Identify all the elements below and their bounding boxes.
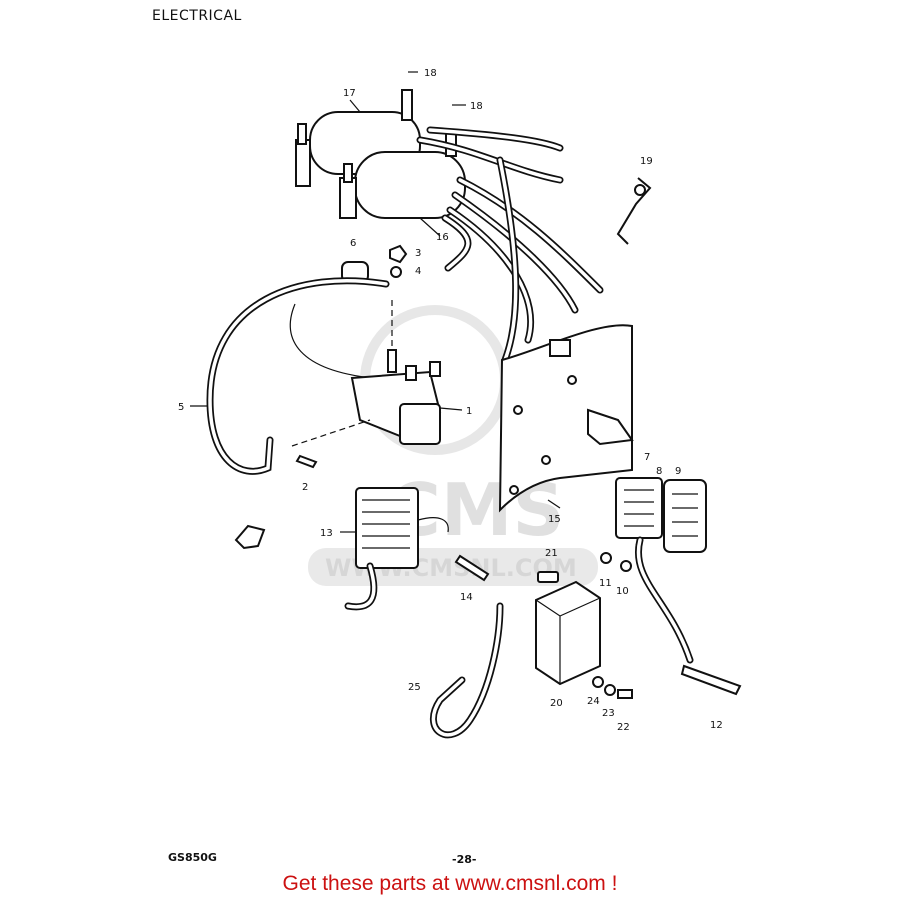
callout-25[interactable]: 25: [408, 682, 421, 693]
callout-23[interactable]: 23: [602, 708, 615, 719]
bolt-21[interactable]: [537, 571, 559, 583]
coil-17-terminal-left: [297, 123, 307, 145]
cover-plate-15[interactable]: [498, 324, 634, 513]
callout-5[interactable]: 5: [178, 402, 184, 413]
nut-10[interactable]: [620, 560, 632, 572]
bolt-22[interactable]: [617, 689, 633, 699]
clamp-19-hole: [634, 184, 646, 196]
callout-20[interactable]: 20: [550, 698, 563, 709]
callout-10[interactable]: 10: [616, 586, 629, 597]
cover-20[interactable]: [535, 580, 601, 686]
part-callouts: 1 2 3 4 5 6 7 8 9 10 11 12 13 14 15 16 1…: [178, 68, 723, 733]
washer-11[interactable]: [600, 552, 612, 564]
clamp-19[interactable]: [616, 177, 652, 245]
coil-17-lead-left: [295, 139, 311, 187]
page-number: -28-: [452, 853, 477, 866]
nut-3[interactable]: [389, 244, 408, 264]
washer-23[interactable]: [604, 684, 616, 696]
ground-strap-12[interactable]: [680, 664, 742, 696]
callout-21[interactable]: 21: [545, 548, 558, 559]
coil-harness-wires: [416, 126, 604, 364]
leader-lines: [190, 71, 561, 533]
washer-24[interactable]: [592, 676, 604, 688]
callout-3[interactable]: 3: [415, 248, 421, 259]
callout-16[interactable]: 16: [436, 232, 449, 243]
callout-9[interactable]: 9: [675, 466, 681, 477]
callout-8[interactable]: 8: [656, 466, 662, 477]
screw-2[interactable]: [295, 454, 318, 469]
callout-13[interactable]: 13: [320, 528, 333, 539]
bolt-14[interactable]: [454, 554, 490, 582]
fuse-box-7: [615, 477, 663, 539]
footer-link[interactable]: Get these parts at www.cmsnl.com !: [282, 872, 618, 895]
callout-18-top[interactable]: 18: [424, 68, 437, 79]
callout-22[interactable]: 22: [617, 722, 630, 733]
callout-24[interactable]: 24: [587, 696, 600, 707]
coil-16-terminal-left: [343, 163, 353, 183]
callout-2[interactable]: 2: [302, 482, 308, 493]
callout-14[interactable]: 14: [460, 592, 473, 603]
starter-relay-1[interactable]: [350, 349, 442, 445]
coil-16-lead: [339, 177, 357, 219]
callout-19[interactable]: 19: [640, 156, 653, 167]
coil-17-terminal: [401, 89, 413, 121]
callout-7[interactable]: 7: [644, 452, 650, 463]
callout-17[interactable]: 17: [343, 88, 356, 99]
diagram-title: ELECTRICAL: [152, 8, 242, 24]
fuse-box-cover-8: [663, 479, 707, 553]
model-code: GS850G: [168, 851, 217, 864]
front-direction-arrow: [234, 524, 266, 550]
washer-4[interactable]: [390, 266, 402, 278]
callout-15[interactable]: 15: [548, 514, 561, 525]
callout-1[interactable]: 1: [466, 406, 472, 417]
fuse-block[interactable]: [615, 477, 707, 553]
callout-12[interactable]: 12: [710, 720, 723, 731]
ignition-coil-16[interactable]: [339, 129, 466, 219]
callout-6[interactable]: 6: [350, 238, 356, 249]
callout-4[interactable]: 4: [415, 266, 421, 277]
callout-11[interactable]: 11: [599, 578, 612, 589]
regulator-rectifier-13[interactable]: [355, 487, 419, 569]
callout-18-lower[interactable]: 18: [470, 101, 483, 112]
